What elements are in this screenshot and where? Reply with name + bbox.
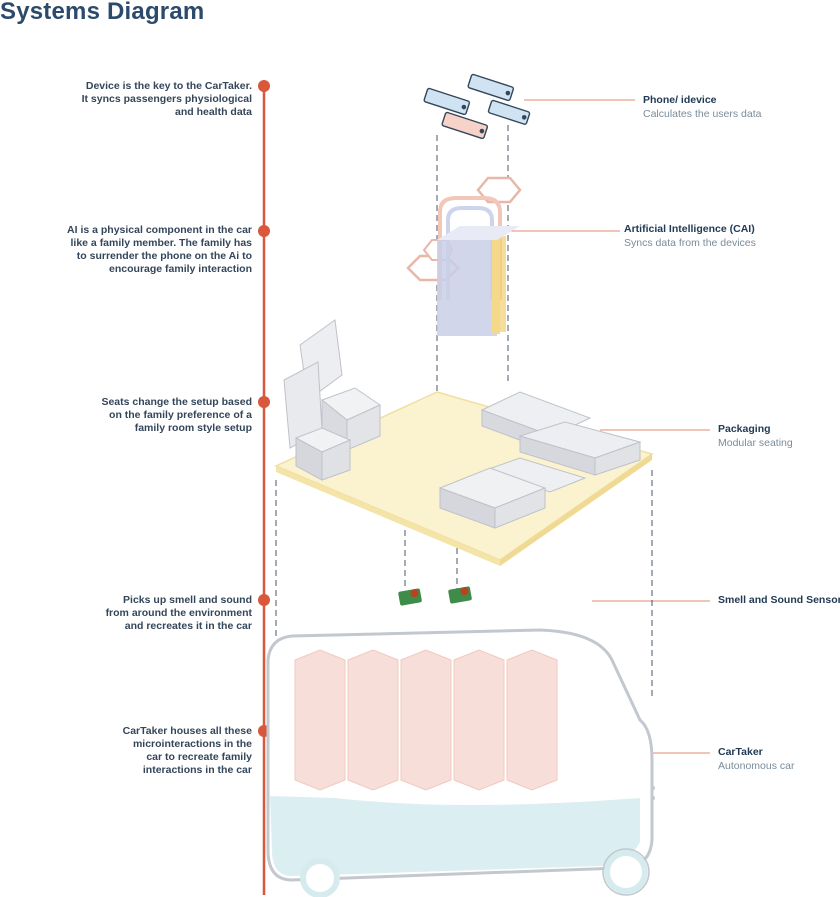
page-title: Systems Diagram	[0, 0, 205, 25]
label-phone-subtitle: Calculates the users data	[643, 108, 762, 120]
label-phone-title: Phone/ idevice	[643, 94, 717, 106]
right-seats	[438, 391, 642, 529]
timeline-dot-sensors	[258, 594, 270, 606]
label-sensors-title: Smell and Sound Sensors	[718, 594, 840, 606]
label-packaging-title: Packaging	[718, 423, 771, 435]
label-ai-subtitle: Syncs data from the devices	[624, 237, 756, 249]
note-sensors: Picks up smell and sound from around the…	[105, 594, 252, 632]
label-ai-title: Artificial Intelligence (CAI)	[624, 223, 755, 235]
left-seats	[283, 319, 382, 481]
label-cartaker-subtitle: Autonomous car	[718, 760, 795, 772]
note-ai: AI is a physical component in the car li…	[67, 224, 252, 275]
timeline-dots	[258, 80, 270, 737]
note-seats: Seats change the setup based on the fami…	[101, 396, 252, 434]
label-cartaker: CarTaker Autonomous car	[718, 745, 794, 773]
car-panels	[294, 649, 558, 791]
label-phone: Phone/ idevice Calculates the users data	[643, 93, 761, 121]
label-cartaker-title: CarTaker	[718, 746, 763, 758]
car-body	[266, 628, 655, 897]
timeline-dot-ai	[258, 225, 270, 237]
label-packaging-subtitle: Modular seating	[718, 437, 793, 449]
ai-tower	[406, 176, 522, 336]
label-sensors: Smell and Sound Sensors	[718, 593, 840, 607]
label-ai: Artificial Intelligence (CAI) Syncs data…	[624, 222, 756, 250]
dashed-drop-lines	[275, 125, 653, 700]
note-car: CarTaker houses all these microinteracti…	[122, 725, 252, 776]
sensors-group	[398, 586, 472, 606]
note-device: Device is the key to the CarTaker. It sy…	[81, 80, 252, 118]
timeline-dot-seats	[258, 396, 270, 408]
phones-group	[423, 73, 531, 140]
label-packaging: Packaging Modular seating	[718, 422, 793, 450]
timeline-dot-device	[258, 80, 270, 92]
